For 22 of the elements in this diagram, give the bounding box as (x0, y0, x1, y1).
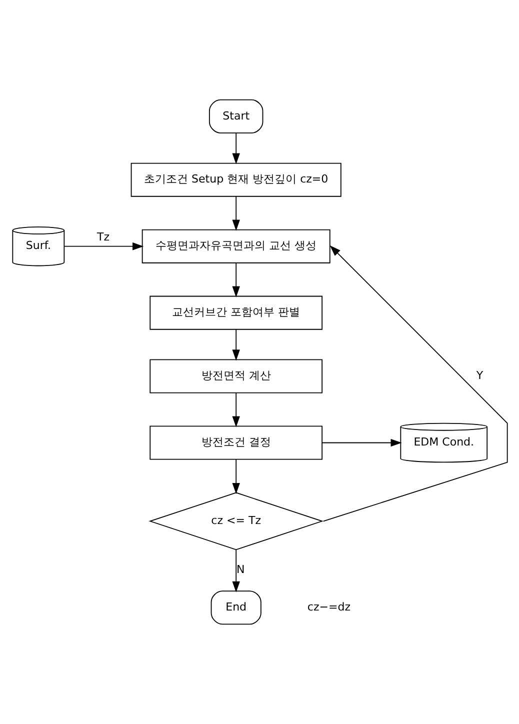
arrow (232, 459, 240, 494)
arrow (232, 549, 240, 592)
node-diamond: cz <= Tz (148, 492, 324, 550)
arrow (63, 242, 144, 250)
node-box: 방전면적 계산 (149, 359, 322, 394)
arrow (232, 392, 240, 428)
arrow (322, 245, 508, 522)
arrow (232, 132, 240, 164)
edge-label: Y (476, 369, 483, 382)
edge-label: N (236, 563, 244, 576)
node-box: 교선커브간 포함여부 판별 (149, 296, 322, 330)
label: cz−=dz (306, 600, 350, 614)
node-box: 수평면과자유곡면과의 교선 생성 (141, 229, 330, 264)
node-box: End (210, 590, 261, 625)
node-box: Start (208, 99, 263, 134)
edge-label: Tz (96, 230, 109, 244)
node-box: 초기조건 Setup 현재 방전깊이 cz=0 (130, 162, 341, 197)
arrow (232, 196, 240, 231)
arrow (321, 438, 402, 447)
node-box: 방전조건 결정 (149, 426, 322, 460)
arrow (232, 262, 240, 298)
arrow (232, 329, 240, 361)
